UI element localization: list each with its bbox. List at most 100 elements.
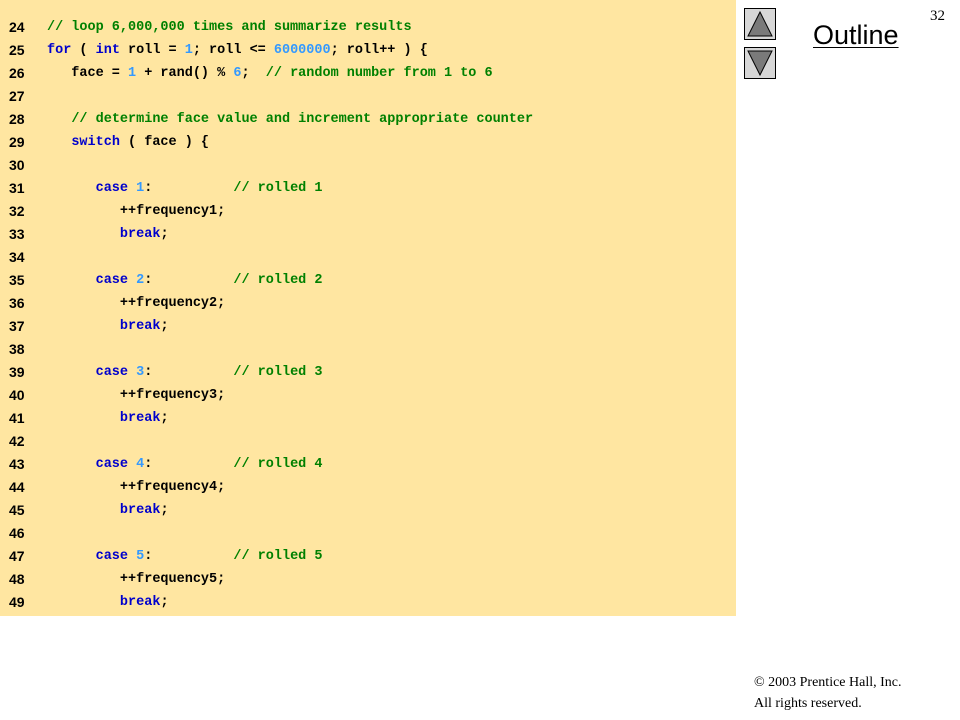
- code-token-plain: ; roll++ ) {: [330, 43, 428, 58]
- code-token-comment: // loop 6,000,000 times and summarize re…: [47, 20, 412, 35]
- code-token-plain: ++frequency5;: [47, 572, 226, 587]
- previous-slide-button[interactable]: [744, 8, 776, 40]
- code-token-plain: :: [144, 181, 234, 196]
- line-number: 49: [9, 594, 25, 610]
- code-token-keyword: int: [95, 43, 120, 58]
- line-number: 36: [9, 295, 25, 311]
- code-line: 29 switch ( face ) {: [0, 131, 736, 154]
- code-line: 48 ++frequency5;: [0, 568, 736, 591]
- code-token-keyword: case: [95, 457, 129, 472]
- code-text: ++frequency5;: [47, 568, 225, 591]
- line-number: 46: [9, 525, 25, 541]
- outline-link[interactable]: Outline: [813, 20, 899, 50]
- code-text: ++frequency3;: [47, 384, 225, 407]
- code-token-number: 1: [136, 181, 145, 196]
- code-text: ++frequency1;: [47, 200, 225, 223]
- code-token-plain: [47, 457, 96, 472]
- code-text: break;: [47, 591, 169, 614]
- code-token-plain: roll =: [119, 43, 185, 58]
- code-token-plain: [47, 411, 120, 426]
- line-number: 39: [9, 364, 25, 380]
- code-line: 32 ++frequency1;: [0, 200, 736, 223]
- code-token-plain: face =: [47, 66, 129, 81]
- copyright-notice: © 2003 Prentice Hall, Inc. All rights re…: [754, 672, 954, 714]
- code-token-number: 6: [233, 66, 242, 81]
- line-number: 35: [9, 272, 25, 288]
- code-token-plain: [47, 181, 96, 196]
- line-number: 40: [9, 387, 25, 403]
- code-token-keyword: switch: [71, 135, 120, 150]
- code-token-plain: :: [144, 457, 234, 472]
- code-token-number: 3: [136, 365, 145, 380]
- code-token-comment: // rolled 2: [233, 273, 323, 288]
- code-token-keyword: case: [95, 181, 129, 196]
- code-text: case 4: // rolled 4: [47, 453, 323, 476]
- code-text: case 2: // rolled 2: [47, 269, 323, 292]
- code-text: case 5: // rolled 5: [47, 545, 323, 568]
- code-token-plain: ;: [160, 595, 169, 610]
- line-number: 24: [9, 19, 25, 35]
- line-number: 42: [9, 433, 25, 449]
- code-token-keyword: for: [47, 43, 72, 58]
- code-token-plain: ;: [160, 319, 169, 334]
- code-text: case 1: // rolled 1: [47, 177, 323, 200]
- code-token-keyword: break: [119, 595, 161, 610]
- code-line: 40 ++frequency3;: [0, 384, 736, 407]
- code-token-plain: [47, 112, 71, 127]
- code-token-plain: [47, 365, 96, 380]
- code-token-number: 2: [136, 273, 145, 288]
- code-token-plain: ;: [160, 411, 169, 426]
- code-line: 27: [0, 85, 736, 108]
- code-token-plain: [47, 135, 71, 150]
- code-text: ++frequency4;: [47, 476, 225, 499]
- code-token-plain: (: [71, 43, 96, 58]
- line-number: 29: [9, 134, 25, 150]
- line-number: 27: [9, 88, 25, 104]
- code-token-comment: // determine face value and increment ap…: [71, 112, 534, 127]
- line-number: 41: [9, 410, 25, 426]
- code-token-comment: // random number from 1 to 6: [265, 66, 493, 81]
- code-token-plain: [47, 595, 120, 610]
- code-line: 36 ++frequency2;: [0, 292, 736, 315]
- code-text: face = 1 + rand() % 6; // random number …: [47, 62, 493, 85]
- code-token-plain: ;: [160, 503, 169, 518]
- code-token-plain: :: [144, 273, 234, 288]
- code-line: 30: [0, 154, 736, 177]
- copyright-line: © 2003 Prentice Hall, Inc.: [754, 675, 902, 690]
- code-token-plain: [47, 227, 120, 242]
- code-line: 34: [0, 246, 736, 269]
- code-token-plain: + rand() %: [136, 66, 234, 81]
- line-number: 26: [9, 65, 25, 81]
- code-token-plain: [47, 549, 96, 564]
- line-number: 34: [9, 249, 25, 265]
- line-number: 44: [9, 479, 25, 495]
- line-number: 48: [9, 571, 25, 587]
- line-number: 43: [9, 456, 25, 472]
- next-slide-button[interactable]: [744, 47, 776, 79]
- code-line: 28 // determine face value and increment…: [0, 108, 736, 131]
- code-line: 38: [0, 338, 736, 361]
- line-number: 33: [9, 226, 25, 242]
- code-line: 49 break;: [0, 591, 736, 614]
- code-text: break;: [47, 407, 169, 430]
- rights-line: All rights reserved.: [754, 696, 862, 711]
- code-token-keyword: case: [95, 549, 129, 564]
- code-token-plain: [128, 181, 136, 196]
- code-token-number: 4: [136, 457, 145, 472]
- code-token-keyword: break: [119, 503, 161, 518]
- line-number: 45: [9, 502, 25, 518]
- code-listing-panel: 24// loop 6,000,000 times and summarize …: [0, 0, 736, 616]
- code-token-plain: :: [144, 549, 234, 564]
- line-number: 47: [9, 548, 25, 564]
- code-token-plain: ++frequency3;: [47, 388, 226, 403]
- code-line: 46: [0, 522, 736, 545]
- code-text: break;: [47, 315, 169, 338]
- code-token-plain: ;: [160, 227, 169, 242]
- code-token-plain: ; roll <=: [192, 43, 274, 58]
- line-number: 30: [9, 157, 25, 173]
- code-line: 42: [0, 430, 736, 453]
- code-token-plain: ++frequency4;: [47, 480, 226, 495]
- code-token-comment: // rolled 1: [233, 181, 323, 196]
- code-line: 37 break;: [0, 315, 736, 338]
